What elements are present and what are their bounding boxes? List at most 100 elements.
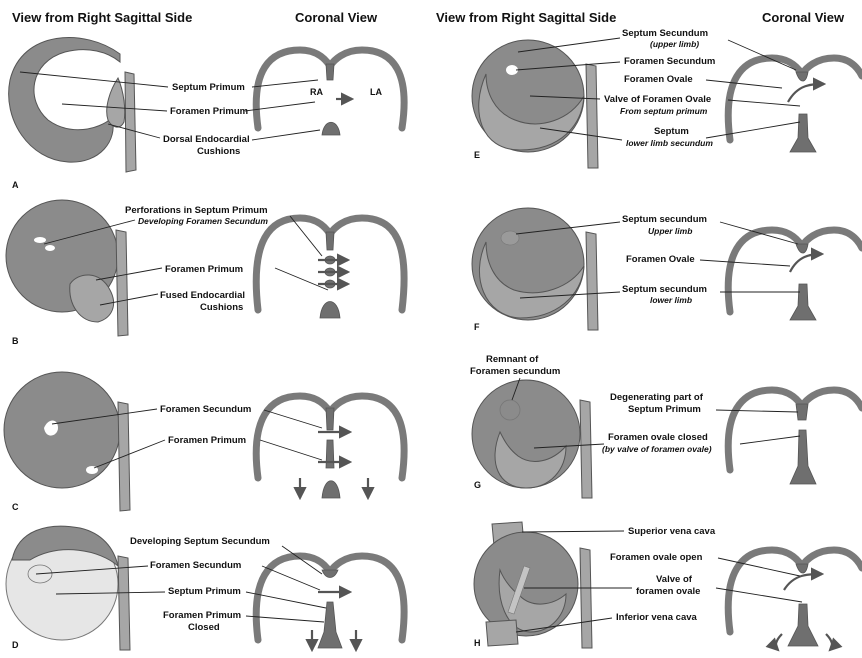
panel-b-label-perforations: Perforations in Septum Primum [125,205,268,216]
panel-e-label-foramen-secundum: Foramen Secundum [624,56,715,67]
panel-h-label-foramen-ovale: foramen ovale [636,586,700,597]
panel-d-leader-4 [262,566,320,590]
panel-f-letter: F [474,322,480,332]
panel-b-sublabel-developing-secundum: Developing Foramen Secundum [138,216,268,226]
panel-a-leader-6 [252,130,320,140]
panel-h: Superior vena cava Foramen ovale open Va… [474,522,862,650]
panel-e-sublabel-lower-limb: lower limb secundum [626,138,713,148]
panel-e-label-foramen-ovale: Foramen Ovale [624,74,693,85]
panel-a-label-dorsal-endocardial: Dorsal Endocardial [163,134,250,145]
panel-b: Perforations in Septum Primum Developing… [6,200,404,346]
panel-g-label-ovale-closed: Foramen ovale closed [608,432,708,443]
panel-b-coronal-cushion [320,302,340,319]
panel-d-letter: D [12,640,19,650]
panel-b-letter: B [12,336,19,346]
panel-e-label-valve: Valve of Foramen Ovale [604,94,711,105]
panel-h-wall-tube [580,548,592,648]
panel-d-label-closed: Closed [188,622,220,633]
panel-g-label-septum-primum: Septum Primum [628,404,701,415]
panel-a: RA LA Septum Primum Foramen Primum Dorsa… [9,38,404,190]
panel-f-coronal-outline [728,230,862,312]
panel-h-coronal-outline [728,550,862,632]
panel-c-septum-lower [326,440,334,468]
panel-a-atrial-wall [9,38,120,163]
panel-a-label-cushions: Cushions [197,146,240,157]
panel-h-arrow-down-right [826,634,832,650]
panel-a-coronal-cushion [322,122,340,135]
panel-b-label-foramen-primum: Foramen Primum [165,264,243,275]
panel-a-label-septum-primum: Septum Primum [172,82,245,93]
panel-a-wall-tube [125,72,136,172]
panel-h-label-ovale-open: Foramen ovale open [610,552,703,563]
panel-d-label-septum-primum: Septum Primum [168,586,241,597]
header-left-sagittal: View from Right Sagittal Side [12,10,192,25]
panel-c-leader-3 [264,410,322,428]
panel-h-label-ivc: Inferior vena cava [616,612,698,623]
panel-d-wall-tube [118,556,130,650]
panel-h-leader-4 [718,558,800,576]
panel-b-coronal-septum [326,232,334,250]
panel-f: Septum secundum Upper limb Foramen Ovale… [472,208,862,332]
panel-g-leader-3 [716,410,798,412]
panel-b-perforation-1 [34,237,46,243]
panel-e-label-septum: Septum [654,126,689,137]
panel-b-perforation-2 [45,245,55,251]
panel-c-leader-4 [260,440,322,460]
panel-f-label-septum-secundum-upper: Septum secundum [622,214,707,225]
panel-c-label-foramen-secundum: Foramen Secundum [160,404,251,415]
panel-h-ivc-shape [486,620,518,646]
header-right-coronal: Coronal View [762,10,845,25]
panel-d-label-foramen-primum: Foramen Primum [163,610,241,621]
panel-f-wall-tube [586,232,598,330]
panel-d-label-developing-secundum: Developing Septum Secundum [130,536,270,547]
panel-h-label-svc: Superior vena cava [628,526,716,537]
panel-g-septum-lower [790,430,816,484]
panel-e-label-septum-secundum: Septum Secundum [622,28,708,39]
panel-f-label-foramen-ovale: Foramen Ovale [626,254,695,265]
panel-e-wall-tube [586,64,598,168]
panel-e-septum-lower [790,114,816,152]
panel-e-septum-secundum-upper [796,72,808,81]
header-right-sagittal: View from Right Sagittal Side [436,10,616,25]
panel-g-coronal-outline [728,390,862,470]
panel-a-ra-label: RA [310,87,323,97]
panel-c-label-foramen-primum: Foramen Primum [168,435,246,446]
panel-e-sublabel-from-primum: From septum primum [620,106,708,116]
panel-f-leader-4 [700,260,790,266]
panel-g-leader-4 [740,436,800,444]
panel-h-label-valve-of: Valve of [656,574,693,585]
panel-h-leader-1 [522,531,624,532]
panel-d-septum-primum-lower [318,602,342,648]
panel-e-leader-8 [706,122,800,138]
panel-e-coronal-outline [728,58,862,140]
panel-e: Septum Secundum (upper limb) Foramen Sec… [472,28,862,168]
panel-c: Foramen Secundum Foramen Primum C [4,372,404,512]
panel-e-arrow-ovale [788,84,824,102]
panel-h-septum-upper [796,564,808,573]
panel-e-sublabel-upper-limb: (upper limb) [650,39,699,49]
panel-g-wall-tube [580,400,592,498]
panel-c-coronal-septum [326,408,334,430]
panel-a-label-foramen-primum: Foramen Primum [170,106,248,117]
panel-g-label-foramen-secundum: Foramen secundum [470,366,560,377]
panel-e-leader-5 [728,40,796,70]
panel-d-label-foramen-secundum: Foramen Secundum [150,560,241,571]
panel-a-la-label: LA [370,87,382,97]
panel-f-sublabel-upper-limb: Upper limb [648,226,692,236]
panel-h-septum-lower [788,604,818,646]
panel-f-label-septum-secundum-lower: Septum secundum [622,284,707,295]
panel-e-leader-6 [706,80,782,88]
panel-f-foramen-mark [501,231,519,245]
panel-c-atrium [4,372,120,488]
panel-g-label-remnant: Remnant of [486,354,539,365]
panel-g: Remnant of Foramen secundum Degenerating… [470,354,862,498]
panel-e-letter: E [474,150,480,160]
panel-b-wall-tube [116,230,128,336]
panel-a-letter: A [12,180,19,190]
panel-b-label-fused: Fused Endocardial [160,290,245,301]
panel-a-septum-primum-shape [107,78,125,127]
panel-g-label-degenerating: Degenerating part of [610,392,704,403]
panel-h-arrow-down-left [776,634,782,650]
